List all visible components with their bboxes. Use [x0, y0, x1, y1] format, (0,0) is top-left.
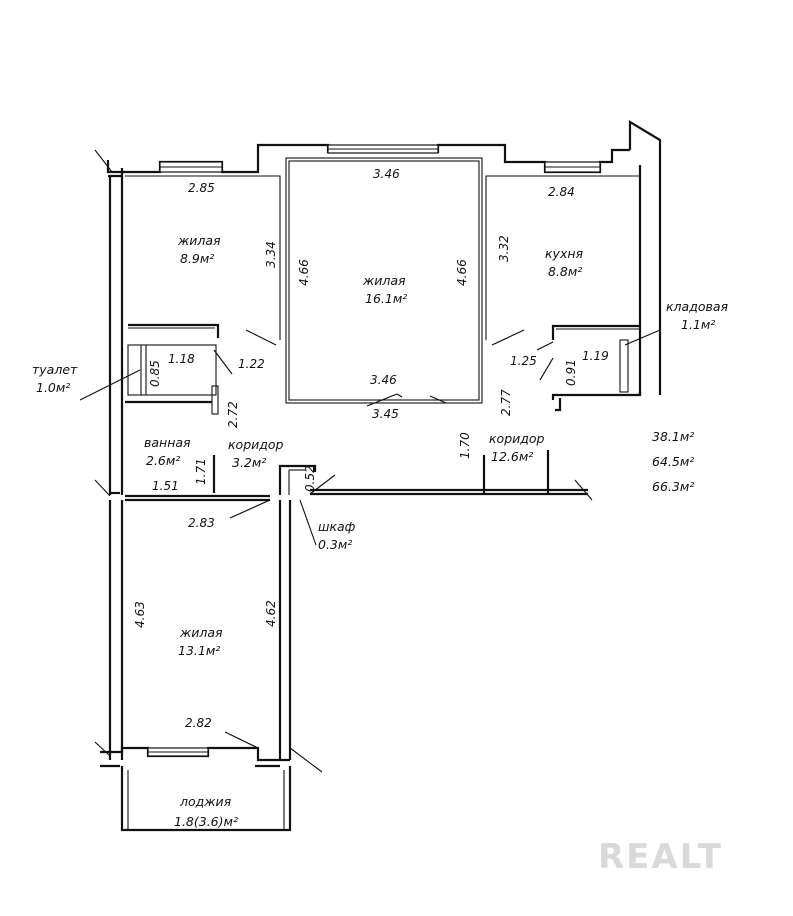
kitchen-area: 8.8м²	[548, 264, 582, 279]
dim-bath-w: 1.51	[152, 479, 179, 493]
room-nw-name: жилая	[177, 233, 221, 248]
loggia-name: лоджия	[179, 794, 232, 809]
dim-center-bottom-b: 3.45	[372, 407, 399, 421]
corridor-small-name: коридор	[228, 437, 284, 452]
dim-corridor-small-h: 2.72	[226, 401, 240, 428]
dim-corridor-large-h: 1.70	[458, 432, 472, 459]
dim-kitchen-side: 3.32	[497, 235, 511, 262]
room-center-name: жилая	[362, 273, 406, 288]
dim-center-top: 3.46	[373, 167, 400, 181]
dim-125: 1.25	[510, 354, 537, 368]
dim-toilet-w: 1.18	[168, 352, 195, 366]
closet-area: 0.3м²	[318, 537, 352, 552]
dim-sw-bottom: 2.82	[185, 716, 212, 730]
dim-091: 0.91	[564, 359, 578, 386]
pantry-area: 1.1м²	[681, 317, 715, 332]
room-sw-area: 13.1м²	[178, 643, 220, 658]
dim-sw-top: 2.83	[188, 516, 215, 530]
dim-corridor-large-side: 2.77	[499, 389, 513, 416]
watermark-logo: REALT	[598, 837, 723, 877]
bathroom-area: 2.6м²	[146, 453, 180, 468]
dim-nw-side: 3.34	[264, 241, 278, 268]
corridor-large-area: 12.6м²	[491, 449, 533, 464]
dim-closet: 0.52	[303, 465, 317, 492]
doors	[79, 149, 661, 773]
dim-door-122: 1.22	[238, 357, 265, 371]
total-living-area: 38.1м²	[652, 429, 694, 444]
kitchen-name: кухня	[545, 246, 584, 261]
bathroom-name: ванная	[144, 435, 191, 450]
dim-119: 1.19	[582, 349, 609, 363]
room-center-area: 16.1м²	[365, 291, 407, 306]
dim-nw-top: 2.85	[188, 181, 215, 195]
dim-center-right: 4.66	[455, 259, 469, 286]
dim-center-left: 4.66	[297, 259, 311, 286]
closet-name: шкаф	[318, 519, 356, 534]
pantry-name: кладовая	[666, 299, 729, 314]
total-area-with-loggia: 66.3м²	[652, 479, 694, 494]
dim-center-bottom-a: 3.46	[370, 373, 397, 387]
dimension-labels: 2.85 3.34 3.46 4.66 4.66 3.46 3.45 2.84 …	[133, 167, 609, 730]
toilet-area: 1.0м²	[36, 380, 70, 395]
dim-sw-left: 4.63	[133, 601, 147, 628]
windows	[147, 144, 601, 757]
room-nw-area: 8.9м²	[180, 251, 214, 266]
corridor-small-area: 3.2м²	[232, 455, 266, 470]
room-labels: жилая 8.9м² жилая 16.1м² кухня 8.8м² кла…	[32, 233, 729, 829]
dim-toilet-h: 0.85	[148, 360, 162, 387]
area-totals: 38.1м² 64.5м² 66.3м²	[652, 429, 694, 494]
loggia-area: 1.8(3.6)м²	[174, 814, 238, 829]
dim-kitchen-top: 2.84	[548, 185, 575, 199]
room-sw-name: жилая	[179, 625, 223, 640]
toilet-name: туалет	[32, 362, 78, 377]
total-area: 64.5м²	[652, 454, 694, 469]
walls	[100, 120, 662, 832]
corridor-large-name: коридор	[489, 431, 545, 446]
dim-bath-h: 1.71	[194, 458, 208, 485]
dim-sw-right: 4.62	[264, 600, 278, 627]
